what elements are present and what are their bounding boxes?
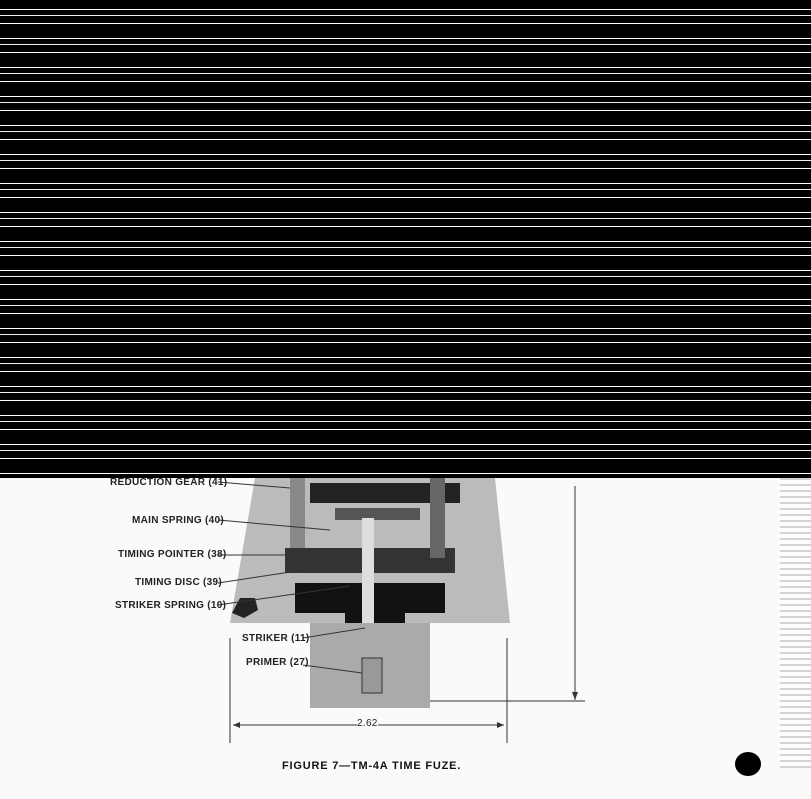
ink-blot	[735, 752, 761, 776]
label-striker-spring: STRIKER SPRING (10)	[115, 600, 227, 611]
label-timing-pointer: TIMING POINTER (38)	[118, 549, 227, 560]
figure-caption: FIGURE 7—TM-4A TIME FUZE.	[282, 760, 462, 772]
fuze-cross-section-diagram	[217, 478, 585, 743]
label-striker: STRIKER (11)	[242, 633, 310, 644]
label-reduction-gear: REDUCTION GEAR (41)	[110, 477, 228, 488]
dimension-width-label: 2.62	[357, 718, 378, 729]
label-primer: PRIMER (27)	[246, 657, 309, 668]
label-main-spring: MAIN SPRING (40)	[132, 515, 225, 526]
label-timing-disc: TIMING DISC (39)	[135, 577, 223, 588]
corrupted-scan-region	[0, 0, 811, 478]
page-edge-noise	[780, 478, 811, 768]
